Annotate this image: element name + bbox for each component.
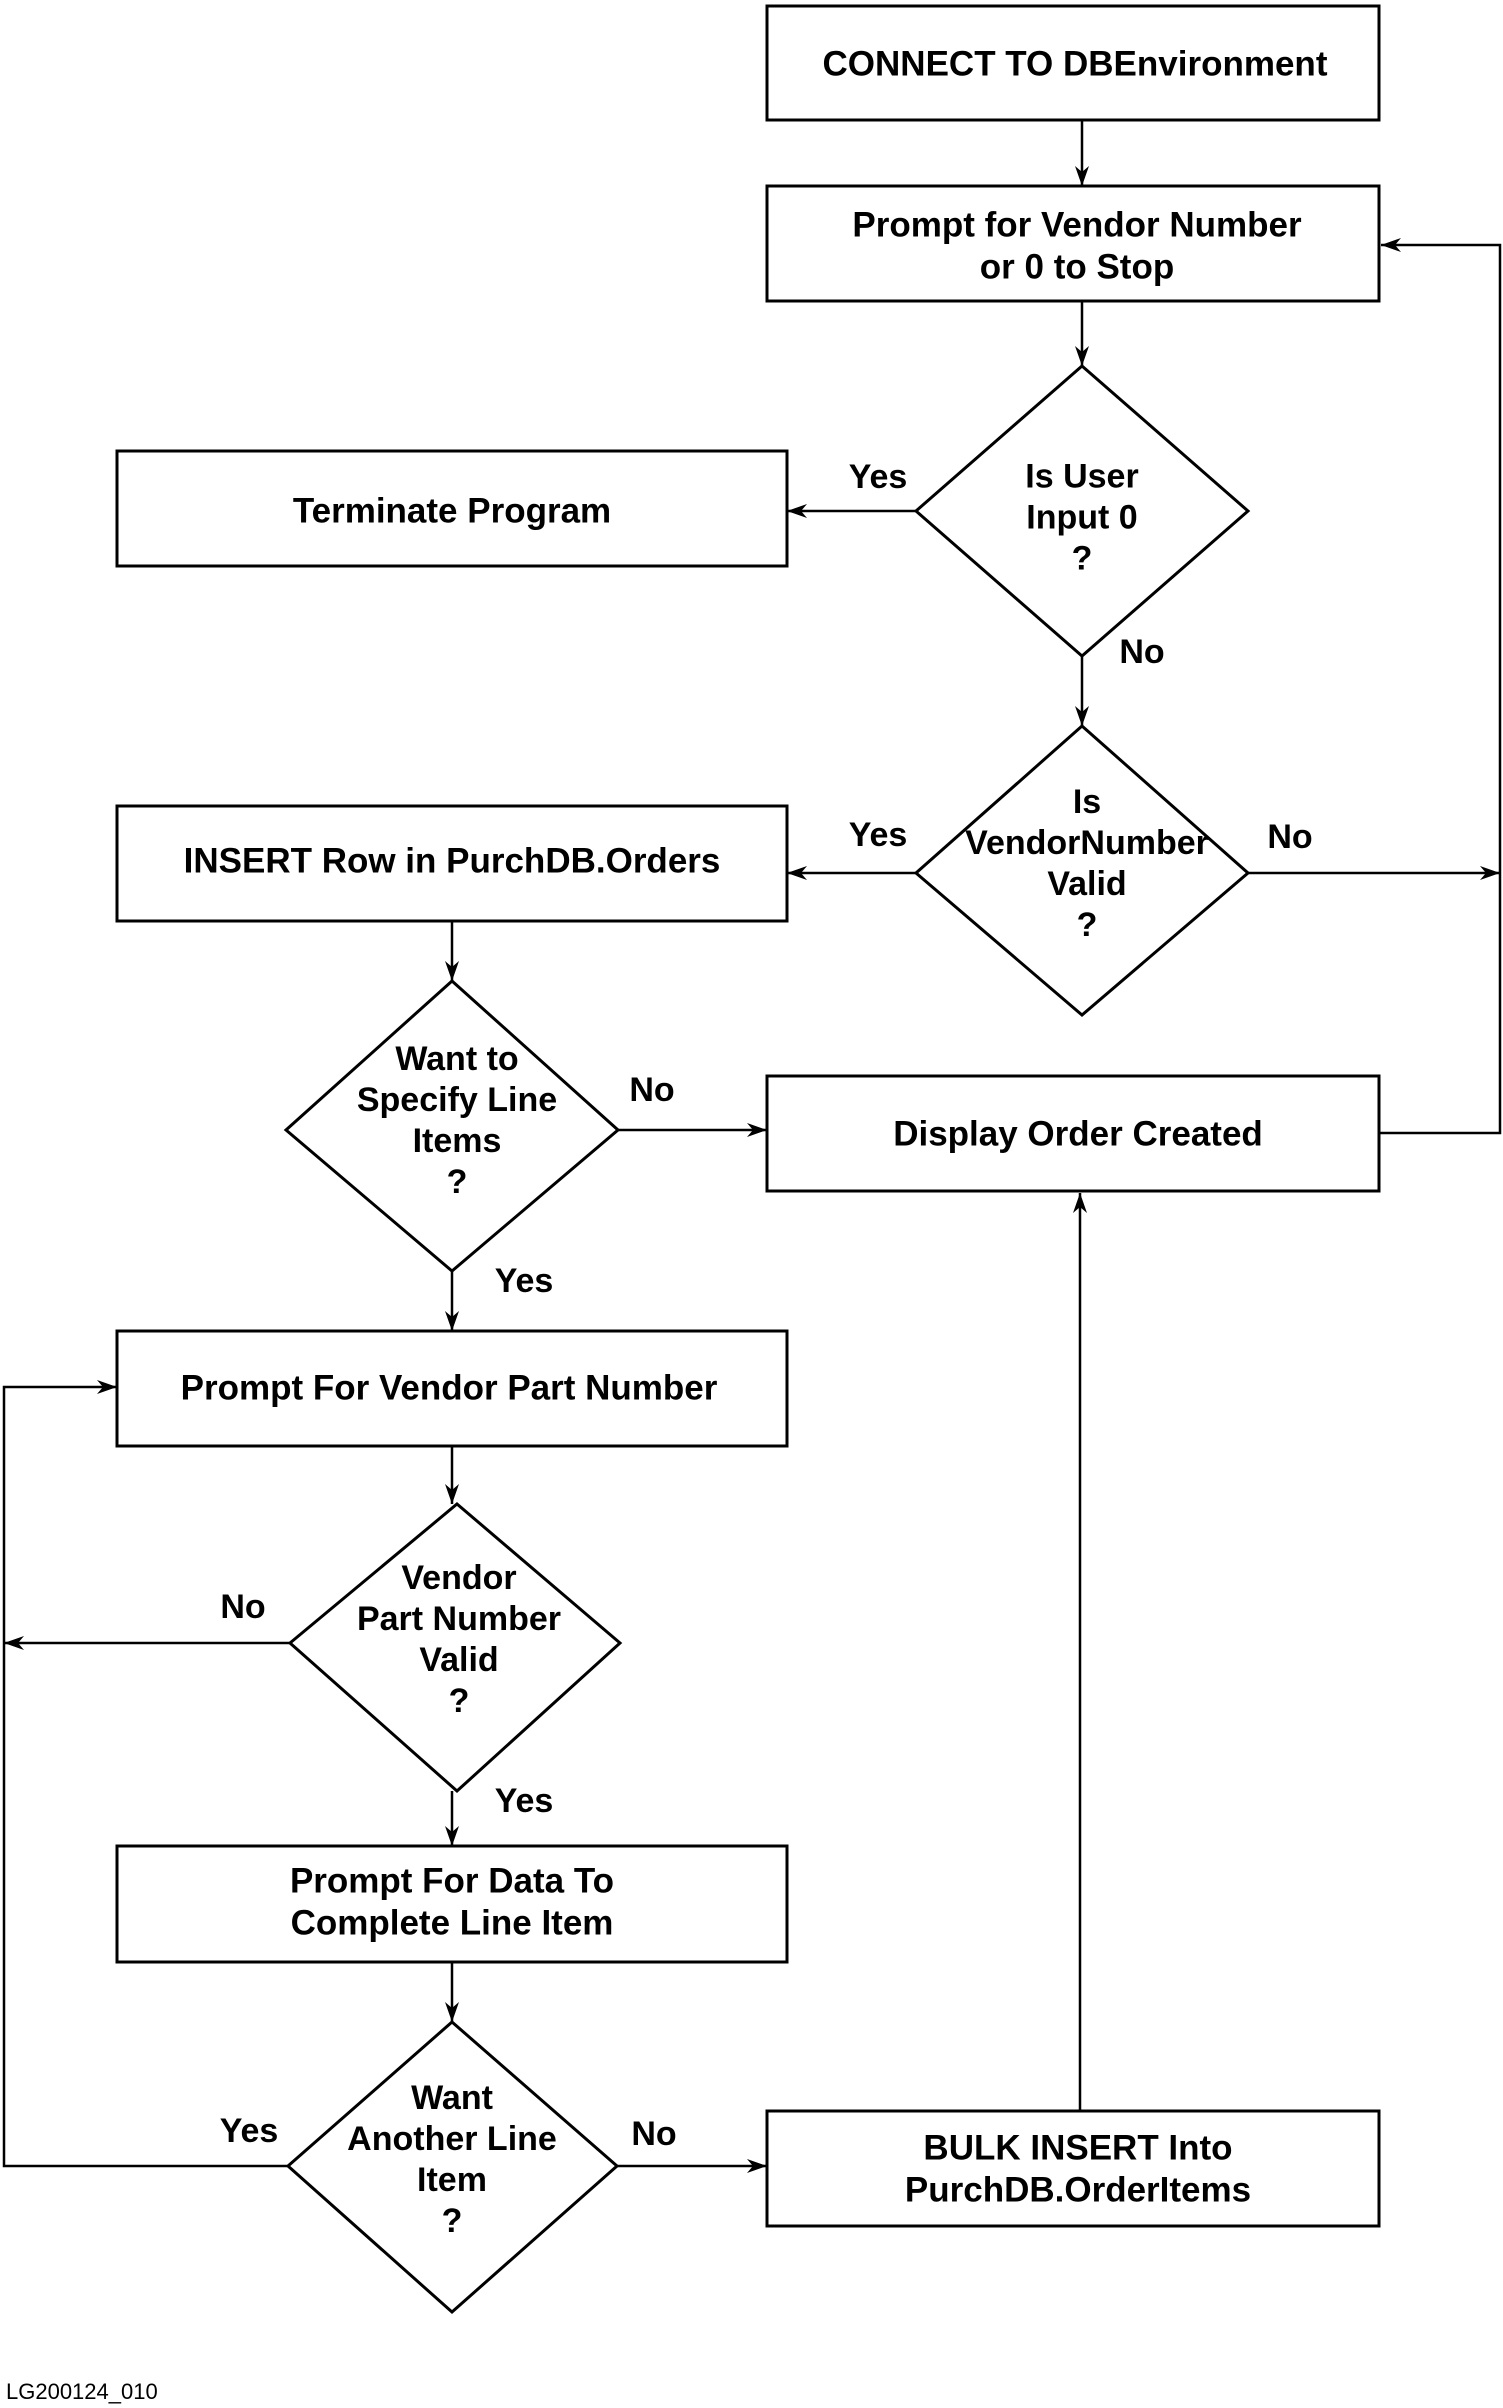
terminate-box-text: Terminate Program: [293, 492, 611, 531]
decision-want-another-text-line: Item: [417, 2161, 487, 2199]
decision-vendor-valid-text-line: VendorNumber: [965, 824, 1209, 862]
label-no-input: No: [1119, 633, 1164, 671]
decision-is-input-zero-text-line: Input 0: [1026, 498, 1137, 536]
decision-want-another-text-line: Want: [411, 2079, 493, 2117]
decision-is-input-zero-text-line: ?: [1072, 539, 1093, 577]
decision-part-valid-text-line: Valid: [419, 1641, 498, 1679]
bulk-insert-box-text-line: BULK INSERT Into: [923, 2129, 1232, 2168]
label-yes-insert: Yes: [849, 816, 908, 854]
decision-part-valid-text-line: ?: [449, 1682, 470, 1720]
label-no-another: No: [631, 2115, 676, 2153]
connect-box: CONNECT TO DBEnvironment: [765, 4, 1381, 122]
decision-is-input-zero-text-line: Is User: [1025, 457, 1138, 495]
prompt-vendor-box-text-line: Prompt for Vendor Number: [852, 206, 1302, 245]
decision-vendor-valid-text-line: Valid: [1047, 865, 1126, 903]
decision-want-line-items-text-line: Specify Line: [357, 1081, 557, 1119]
label-yes-line-items: Yes: [495, 1262, 554, 1300]
label-yes-terminate: Yes: [849, 458, 908, 496]
decision-want-line-items-text-line: ?: [447, 1163, 468, 1201]
display-order-box: Display Order Created: [765, 1074, 1381, 1193]
prompt-part-box: Prompt For Vendor Part Number: [115, 1329, 789, 1448]
prompt-part-box-text-line: Prompt For Vendor Part Number: [181, 1369, 718, 1408]
loop-yes-to-prompt-part: [2, 1380, 288, 2168]
decision-part-valid-text-line: Vendor: [401, 1559, 516, 1597]
prompt-part-box-text: Prompt For Vendor Part Number: [181, 1369, 718, 1408]
terminate-box-text-line: Terminate Program: [293, 492, 611, 531]
terminate-box: Terminate Program: [115, 449, 789, 568]
insert-row-box-text: INSERT Row in PurchDB.Orders: [184, 842, 721, 881]
label-no-vendor: No: [1267, 818, 1312, 856]
prompt-vendor-box-text-line: or 0 to Stop: [980, 248, 1174, 287]
display-order-box-text-line: Display Order Created: [893, 1115, 1263, 1154]
figure-caption: LG200124_010: [6, 2379, 158, 2404]
insert-row-box-text-line: INSERT Row in PurchDB.Orders: [184, 842, 721, 881]
decision-want-line-items-text-line: Want to: [395, 1040, 518, 1078]
decision-vendor-valid-text-line: ?: [1077, 906, 1098, 944]
decision-part-valid-text-line: Part Number: [357, 1600, 561, 1638]
label-no-part: No: [220, 1588, 265, 1626]
decision-want-line-items-text-line: Items: [413, 1122, 502, 1160]
bulk-insert-box-text-line: PurchDB.OrderItems: [905, 2171, 1251, 2210]
decision-want-another-text-line: Another Line: [347, 2120, 557, 2158]
label-yes-part: Yes: [495, 1782, 554, 1820]
loop-display-to-prompt: [1379, 238, 1502, 1135]
decision-vendor-valid-text-line: Is: [1073, 783, 1101, 821]
connect-box-text: CONNECT TO DBEnvironment: [823, 45, 1328, 84]
prompt-data-box-text-line: Complete Line Item: [291, 1904, 614, 1943]
decision-want-another-text-line: ?: [442, 2202, 463, 2240]
prompt-data-box-text-line: Prompt For Data To: [290, 1862, 614, 1901]
label-no-line-items: No: [629, 1071, 674, 1109]
connect-box-text-line: CONNECT TO DBEnvironment: [823, 45, 1328, 84]
label-yes-another: Yes: [220, 2112, 279, 2150]
insert-row-box: INSERT Row in PurchDB.Orders: [115, 804, 789, 923]
display-order-box-text: Display Order Created: [893, 1115, 1263, 1154]
